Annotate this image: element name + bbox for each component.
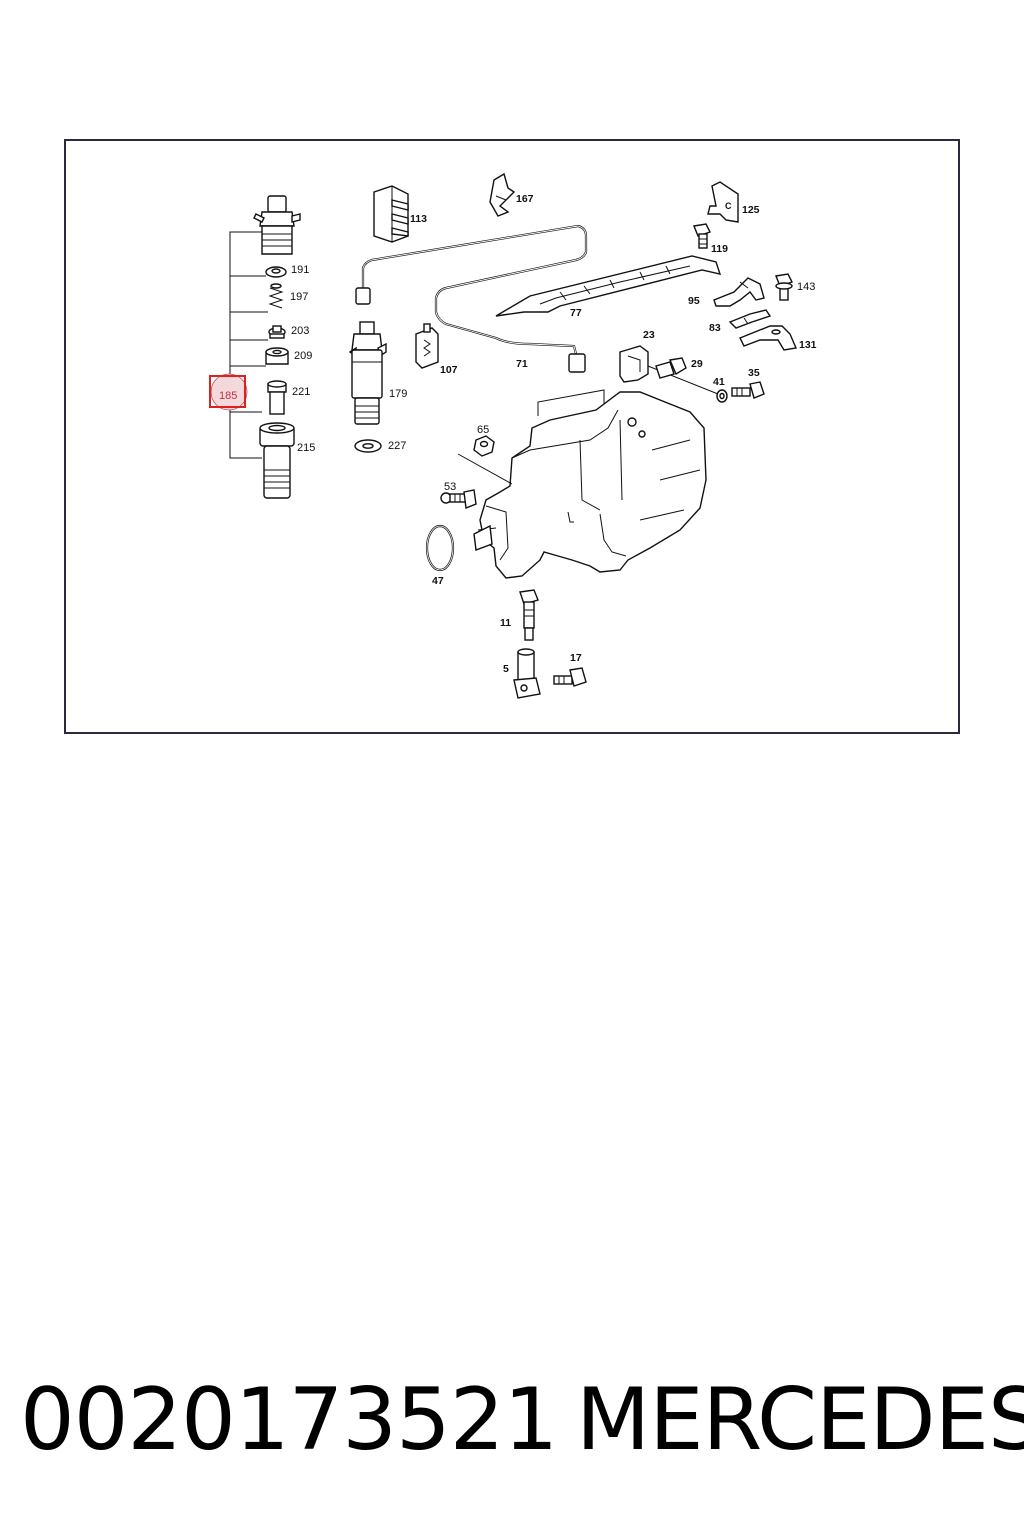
callout-119: 119 — [711, 243, 728, 255]
callout-107: 107 — [440, 364, 458, 376]
callout-221: 221 — [292, 386, 310, 398]
connector-5[interactable] — [513, 648, 541, 699]
pump-top-bracket — [537, 389, 605, 416]
callout-95: 95 — [688, 295, 700, 307]
callout-11: 11 — [500, 617, 511, 629]
callout-227: 227 — [388, 440, 406, 452]
bracket-95[interactable] — [713, 277, 765, 307]
callout-65: 65 — [477, 424, 489, 436]
footer-caption: 0020173521 MERCEDES — [0, 1365, 1024, 1475]
diagram-frame — [64, 139, 960, 734]
clamp-113[interactable] — [373, 185, 409, 243]
callout-5: 5 — [503, 663, 509, 675]
spring-197[interactable] — [268, 283, 284, 309]
callout-167: 167 — [516, 193, 534, 205]
callout-131: 131 — [799, 339, 817, 351]
injector-179[interactable] — [348, 321, 387, 425]
clip-letter: C — [725, 201, 732, 211]
leader-65 — [457, 453, 513, 485]
callout-17: 17 — [570, 652, 582, 664]
clip-125[interactable]: C — [707, 181, 739, 223]
bracket-131[interactable] — [739, 325, 797, 351]
callout-29: 29 — [691, 358, 703, 370]
bolt-35[interactable] — [731, 381, 765, 399]
pressure-pin-203[interactable] — [268, 325, 286, 339]
brand-name: MERCEDES — [576, 1370, 1024, 1470]
spacer-209[interactable] — [265, 347, 289, 365]
callout-209: 209 — [294, 350, 312, 362]
bracket-23[interactable] — [619, 345, 649, 383]
callout-35: 35 — [748, 367, 760, 379]
callout-83: 83 — [709, 322, 721, 334]
o-ring-47[interactable] — [425, 524, 455, 572]
injector-assembly-group: 185 191 197 203 209 221 215 — [209, 195, 315, 499]
callout-71: 71 — [516, 358, 528, 370]
injector-holder-top[interactable] — [253, 195, 301, 255]
callout-185-label: 185 — [219, 390, 237, 402]
bolt-29[interactable] — [655, 357, 687, 379]
hollow-bolt-11[interactable] — [519, 589, 539, 641]
washer-227[interactable] — [354, 439, 382, 453]
group-bracket — [229, 231, 264, 459]
bolt-119[interactable] — [693, 223, 711, 249]
highlighted-callout-185[interactable]: 185 — [209, 373, 248, 411]
clip-83[interactable] — [728, 309, 772, 329]
callout-47: 47 — [432, 575, 444, 587]
bracket-77[interactable] — [495, 255, 722, 317]
injection-line-71[interactable] — [355, 224, 588, 373]
bolt-53[interactable] — [440, 489, 477, 509]
callout-179: 179 — [389, 388, 407, 400]
bolt-143[interactable] — [775, 273, 793, 301]
callout-53: 53 — [444, 481, 456, 493]
callout-23: 23 — [643, 329, 655, 341]
bolt-17[interactable] — [553, 667, 587, 687]
callout-215: 215 — [297, 442, 315, 454]
callout-113: 113 — [410, 213, 427, 225]
washer-41[interactable] — [716, 389, 728, 403]
callout-191: 191 — [291, 264, 309, 276]
clip-107[interactable] — [415, 323, 439, 369]
callout-77: 77 — [570, 307, 582, 319]
callout-125: 125 — [742, 204, 760, 216]
part-number: 0020173521 — [20, 1370, 558, 1470]
injection-pump-body[interactable] — [473, 389, 707, 579]
washer-191[interactable] — [265, 266, 287, 278]
callout-143: 143 — [797, 281, 815, 293]
clip-167[interactable] — [489, 172, 516, 217]
callout-197: 197 — [290, 291, 308, 303]
nozzle-221[interactable] — [267, 380, 287, 415]
nozzle-nut-215[interactable] — [259, 422, 295, 499]
nut-65[interactable] — [473, 435, 495, 457]
callout-41: 41 — [713, 376, 725, 388]
callout-203: 203 — [291, 325, 309, 337]
